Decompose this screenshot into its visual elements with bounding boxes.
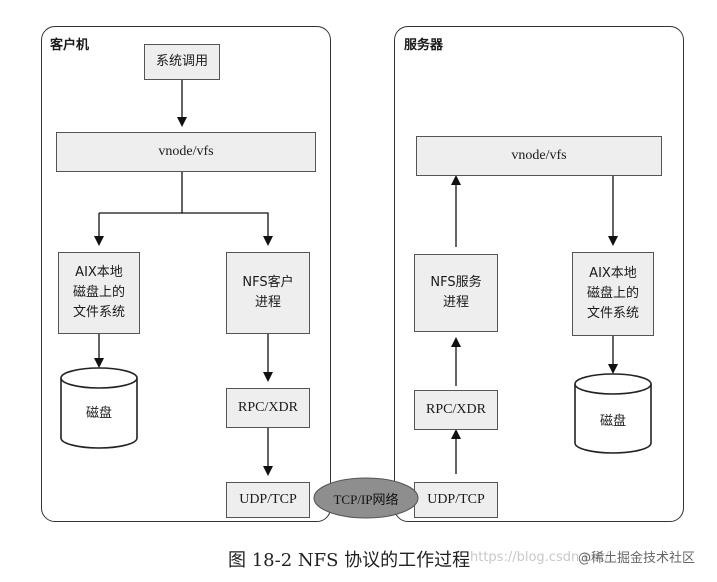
client-syscall-label: 系统调用 [155,53,208,69]
server-rpc-box: RPC/XDR [414,390,498,430]
faint-url-watermark: https://blog.csdn.net/... [470,550,622,565]
server-disk-cylinder [574,373,652,454]
client-vnode-box: vnode/vfs [56,132,316,172]
server-disk-label: 磁盘 [599,414,626,429]
client-disk-cylinder [60,367,138,449]
client-rpc-label: RPC/XDR [238,400,298,416]
client-aix-fs-box: AIX本地 磁盘上的 文件系统 [58,252,140,334]
server-udp-box: UDP/TCP [414,482,498,518]
server-aix-fs-box: AIX本地 磁盘上的 文件系统 [572,252,654,336]
client-aix-fs-label: AIX本地 磁盘上的 文件系统 [72,264,125,321]
client-title: 客户机 [50,38,90,53]
server-aix-fs-label: AIX本地 磁盘上的 文件系统 [586,265,639,322]
network-label: TCP/IP网络 [333,491,399,507]
client-udp-box: UDP/TCP [226,482,310,518]
client-disk-label: 磁盘 [85,406,112,421]
figure-caption: 图 18-2 NFS 协议的工作过程 [228,550,471,571]
client-udp-label: UDP/TCP [239,492,297,508]
arrow-to-nfs-client [182,212,273,246]
client-nfs-process-label: NFS客户 进程 [242,274,294,310]
split-connector-client [99,172,183,214]
server-vnode-label: vnode/vfs [511,148,567,164]
server-vnode-box: vnode/vfs [416,136,662,176]
client-rpc-box: RPC/XDR [226,388,310,428]
server-nfs-process-box: NFS服务 进程 [414,254,498,332]
client-syscall-box: 系统调用 [144,44,220,80]
server-nfs-process-label: NFS服务 进程 [430,274,482,310]
client-vnode-label: vnode/vfs [158,144,214,160]
client-nfs-process-box: NFS客户 进程 [226,252,310,334]
server-udp-label: UDP/TCP [427,492,485,508]
server-rpc-label: RPC/XDR [426,402,486,418]
server-title: 服务器 [404,38,444,53]
site-watermark: @稀土掘金技术社区 [578,551,696,566]
